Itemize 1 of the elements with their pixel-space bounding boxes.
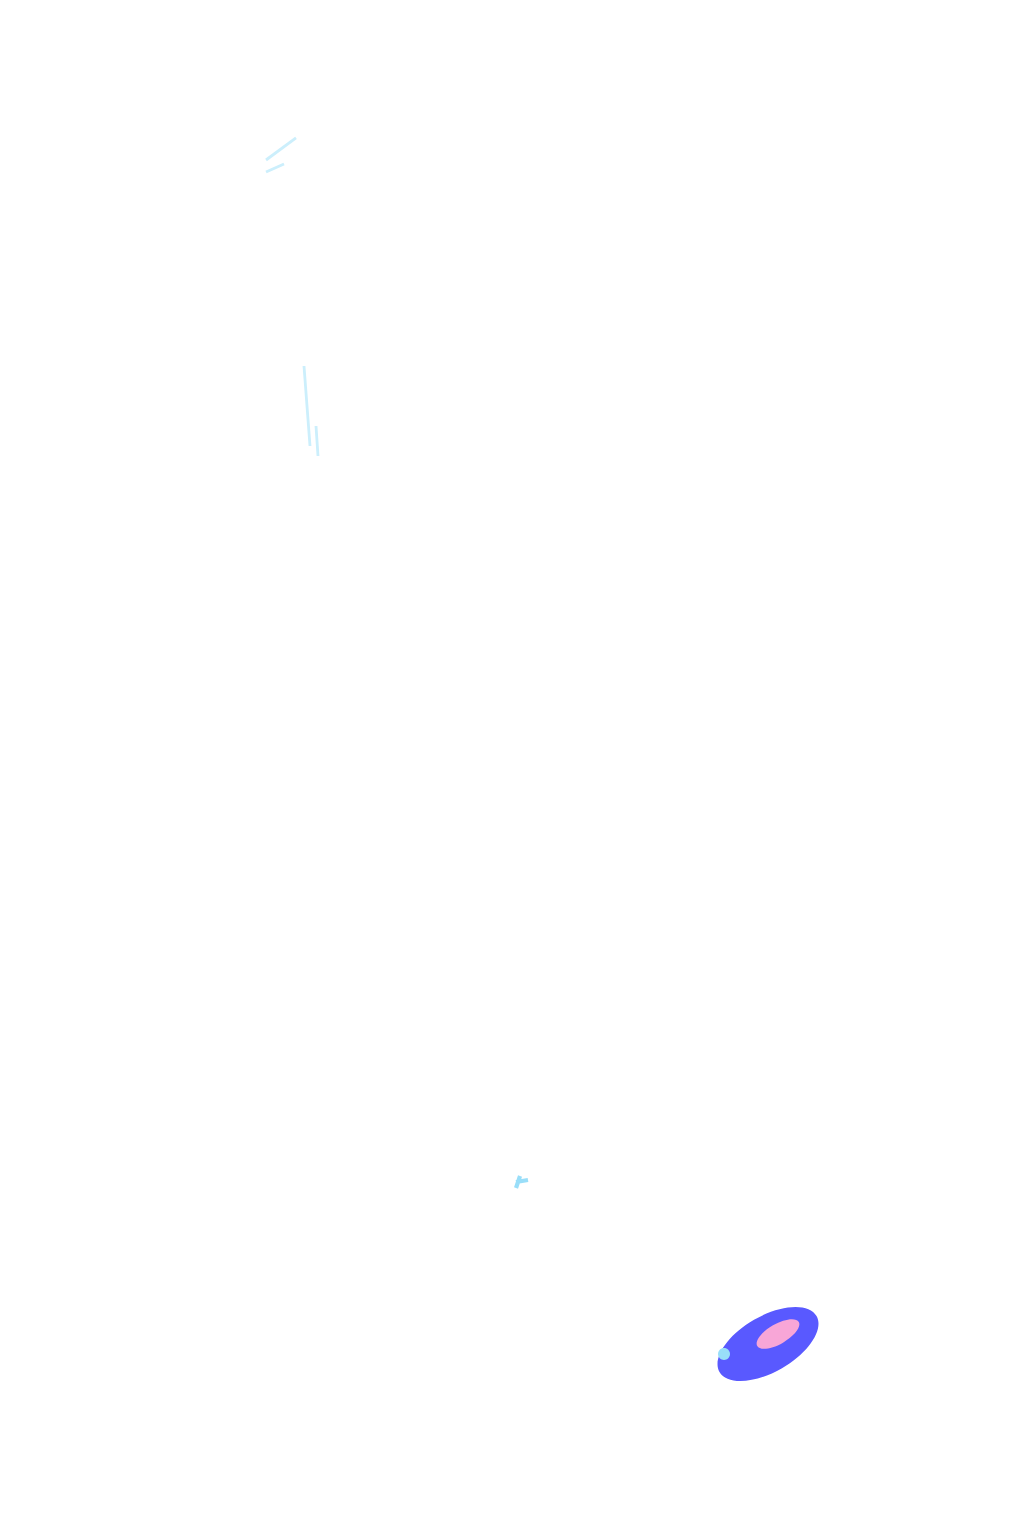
blob-picture [717,1307,819,1381]
